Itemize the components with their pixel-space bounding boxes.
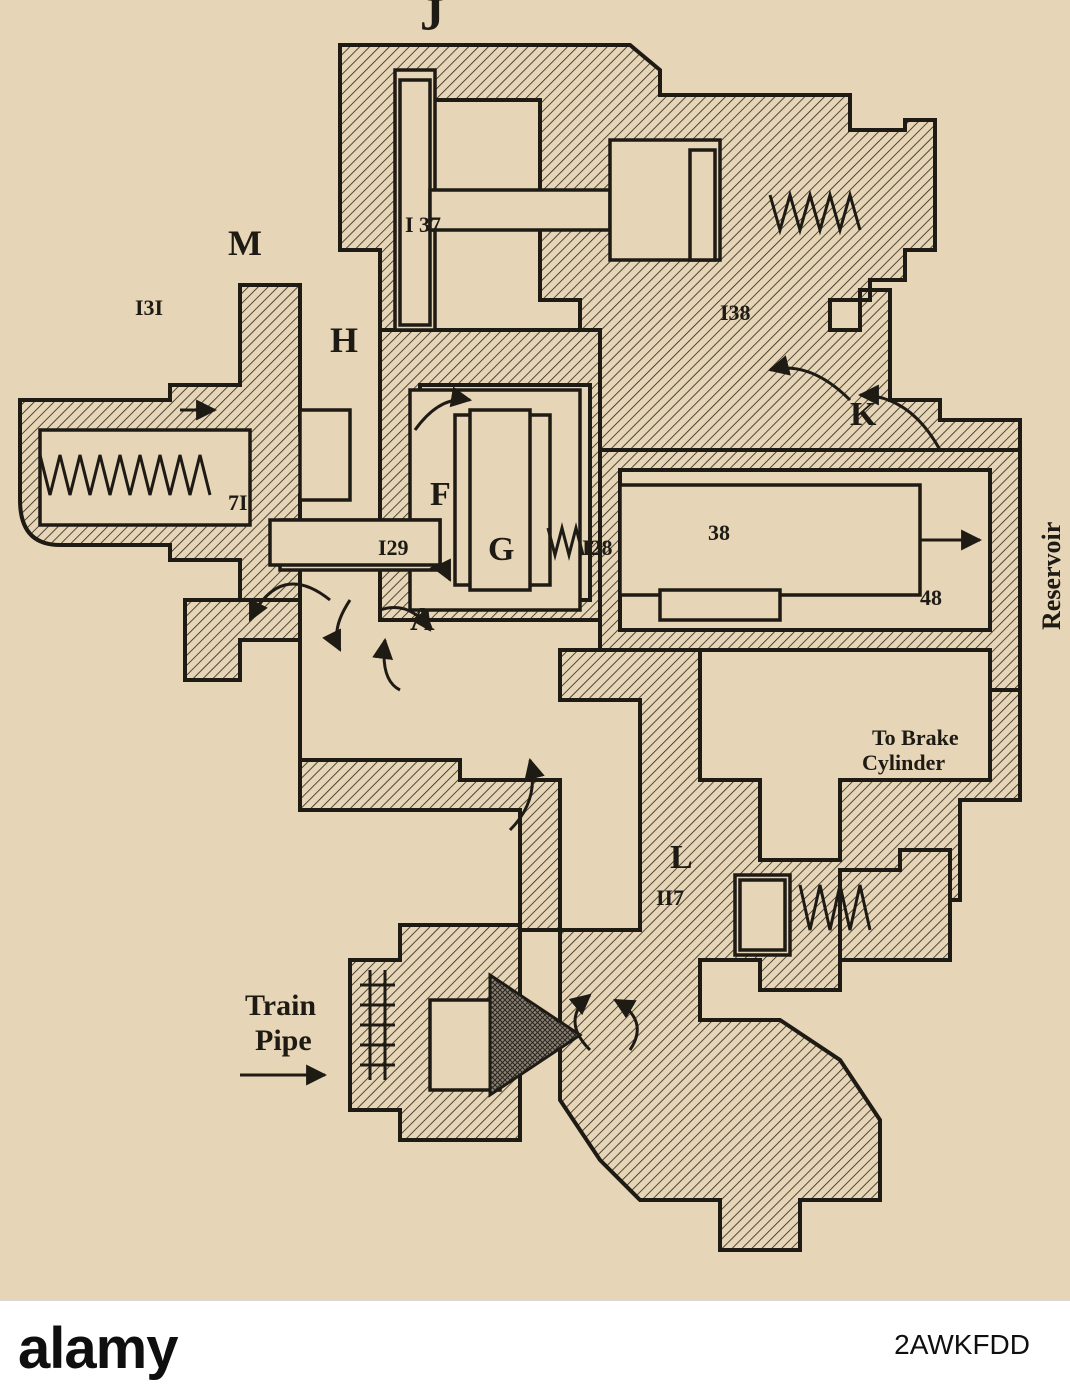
label-117: II7 [656, 885, 684, 910]
label-J: J [420, 0, 444, 41]
label-reservoir: Reservoir [1037, 522, 1066, 630]
label-to-brake: To Brake [872, 725, 959, 750]
label-train: Train [245, 989, 316, 1022]
label-K: K [850, 396, 877, 433]
label-G: G [488, 531, 514, 568]
image-id: 2AWKFDD [894, 1329, 1030, 1360]
triple-valve-diagram: J M H I 37 I3I I38 K F 7I I29 G I28 38 4… [18, 0, 1066, 1252]
label-H: H [330, 320, 358, 360]
label-138: I38 [720, 300, 751, 325]
label-pipe: Pipe [255, 1024, 312, 1057]
label-F: F [430, 476, 451, 513]
label-M: M [228, 223, 262, 263]
label-cylinder: Cylinder [862, 750, 945, 775]
label-L: L [670, 839, 693, 876]
label-129: I29 [378, 535, 409, 560]
label-38: 38 [708, 520, 730, 545]
label-71: 7I [228, 490, 248, 515]
label-137: I 37 [405, 212, 441, 237]
label-131: I3I [135, 295, 163, 320]
label-48: 48 [920, 585, 942, 610]
brand-logo[interactable]: alamy [18, 1316, 178, 1381]
pistons [268, 148, 787, 952]
flow-arrows [180, 355, 983, 1086]
springs [38, 189, 872, 1080]
watermark-footer: alamy 2AWKFDD [0, 1300, 1070, 1390]
label-128: I28 [582, 535, 613, 560]
strainer-cone [488, 972, 583, 1098]
label-A: A [410, 601, 435, 638]
